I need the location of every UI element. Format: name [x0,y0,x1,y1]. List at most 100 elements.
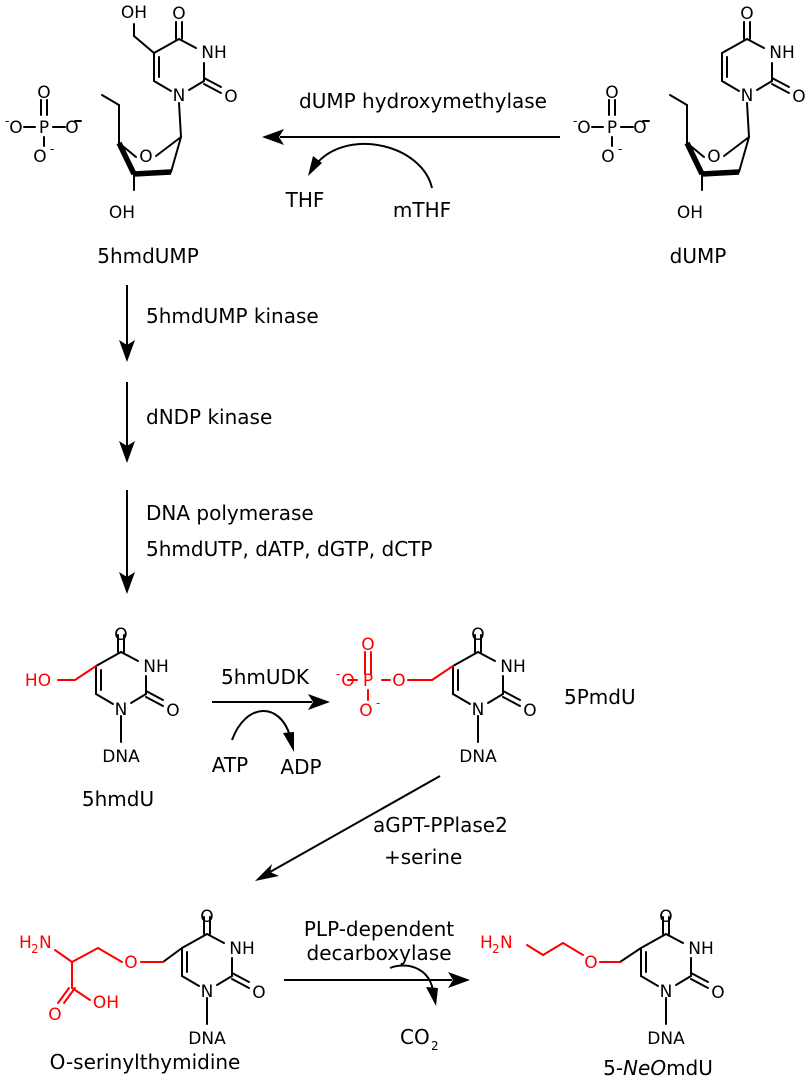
atom-dna: DNA [459,747,497,767]
atom-p: P [39,118,49,138]
arrow-polymerase [119,490,135,594]
atom-dna: DNA [647,1029,685,1049]
atom-o: O [37,83,50,103]
atom-n: N [173,86,186,106]
enzyme-agpt: aGPT-PPlase2 [373,813,508,837]
atom-o: O [200,907,213,927]
structure-5hmdump: OH O NH N O O OH O P O O - O - [5,3,238,223]
structure-dump: O NH N O O OH O P O O - O - [573,4,806,223]
atom-oh: OH [109,203,135,223]
atom-o: O [659,907,672,927]
atom-nh: NH [769,43,795,63]
arrow-kinase-2 [119,382,135,463]
label-o-serinylthymidine: O-serinylthymidine [50,1050,241,1074]
atom-nh: NH [201,43,227,63]
atom-nh: NH [143,657,169,677]
charge-minus: - [573,114,577,128]
atom-o: O [9,118,22,138]
cofactor-mthf: mTHF [393,198,451,222]
cofactor-atp: ATP [212,753,248,777]
atom-n: N [39,933,52,953]
charge-minus: - [618,142,622,156]
arrow-hydroxymethylase [262,129,560,189]
atom-subscript-2: 2 [31,942,39,956]
atom-o: O [740,4,753,24]
enzyme-5hmudk: 5hmUDK [221,665,310,689]
atom-ho-red: HO [25,671,51,691]
atom-n: N [201,982,214,1002]
arrow-agpt [255,775,441,881]
atom-n: N [741,86,754,106]
label-5hmdu: 5hmdU [82,787,154,811]
structure-5hmdu: O NH N O DNA HO [25,625,180,767]
label-5-neomdu: 5-NeOmdU [603,1056,713,1080]
atom-o: O [252,983,265,1003]
atom-n: N [500,933,513,953]
atom-oh: OH [677,203,703,223]
atom-o: O [33,147,46,167]
atom-o: O [605,83,618,103]
atom-n: N [660,982,673,1002]
atom-dna: DNA [188,1029,226,1049]
atom-o: O [523,701,536,721]
atom-o: O [471,625,484,645]
cofactor-nucleotides: 5hmdUTP, dATP, dGTP, dCTP [146,537,432,561]
enzyme-dna-polymerase: DNA polymerase [146,501,314,525]
atom-h: H [480,933,493,953]
atom-oh: OH [121,3,147,23]
atom-o: O [224,87,237,107]
atom-p: P [607,118,617,138]
atom-o: O [577,118,590,138]
neo-prefix: 5- [603,1056,623,1080]
co2-base: CO [400,1025,430,1049]
atom-o: O [166,701,179,721]
atom-o-ring: O [139,147,152,167]
atom-p-red: P [363,671,373,691]
atom-dna: DNA [102,747,140,767]
atom-subscript-2: 2 [492,942,500,956]
co2-subscript: 2 [431,1039,439,1053]
label-5pmdu: 5PmdU [564,685,636,709]
atom-o: O [601,147,614,167]
label-dump: dUMP [670,244,727,268]
atom-o: O [114,625,127,645]
structure-5-neomdu: O NH N O DNA O H 2 N [480,907,725,1049]
atom-nh: NH [688,939,714,959]
charge-minus-red: - [376,696,380,710]
atom-n: N [115,700,128,720]
cofactor-co2: CO 2 [400,1025,439,1053]
structure-5pmdu: O NH N O DNA O P O O - O - [336,625,537,767]
atom-oh-red: OH [93,993,119,1013]
atom-o-red: O [341,671,354,691]
cofactor-adp: ADP [280,755,321,779]
neo-suffix: mdU [666,1056,713,1080]
enzyme-plp-dependent: PLP-dependent [304,917,454,941]
atom-o: O [633,118,646,138]
label-5hmdump: 5hmdUMP [97,244,199,268]
atom-o-ring: O [707,147,720,167]
atom-o-red: O [584,953,597,973]
neo-italic: NeO [623,1056,666,1080]
atom-h: H [19,933,32,953]
cofactor-serine: +serine [384,845,462,869]
atom-n: N [472,700,485,720]
charge-minus: - [50,142,54,156]
charge-minus: - [5,114,9,128]
atom-h2n-red: H 2 N [19,933,52,956]
arrow-5hmudk [212,694,330,752]
charge-minus-red: - [336,667,340,681]
arrow-decarboxylase [284,964,470,1006]
atom-nh: NH [229,939,255,959]
atom-o: O [792,87,805,107]
atom-o-red: O [48,1005,61,1025]
atom-nh: NH [500,657,526,677]
atom-o: O [65,118,78,138]
enzyme-decarboxylase: decarboxylase [307,941,452,965]
enzyme-5hmdump-kinase: 5hmdUMP kinase [146,304,319,328]
cofactor-thf: THF [285,188,325,212]
atom-o-red: O [392,671,405,691]
atom-o-red: O [359,701,372,721]
atom-o: O [172,4,185,24]
structure-o-serinylthymidine: O NH N O DNA O H 2 N O OH [19,907,266,1049]
